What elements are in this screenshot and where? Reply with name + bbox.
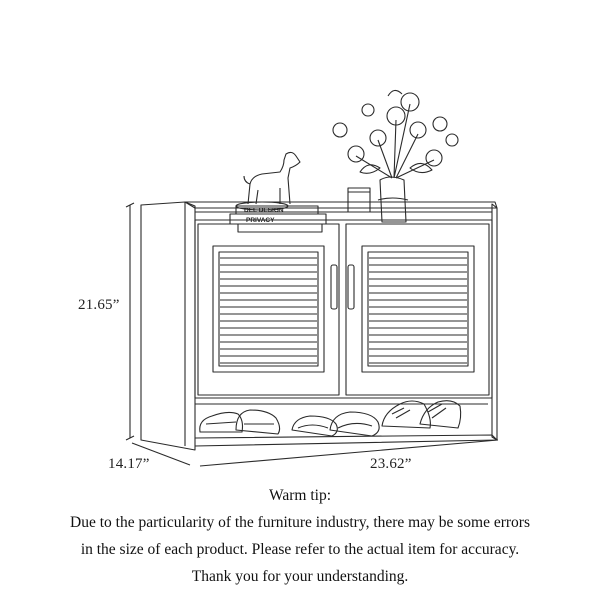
flower-vase [332, 89, 459, 223]
stacked-books [229, 205, 327, 233]
warm-tip-line-1: Due to the particularity of the furnitur… [70, 514, 530, 531]
width-dimension-label: 23.62” [370, 456, 412, 472]
warm-tip-line-2: in the size of each product. Please refe… [80, 541, 520, 558]
bottom-book-label: PRIVACY [246, 217, 275, 224]
warm-tip-line-3: Thank you for your understanding. [191, 568, 409, 585]
left-louvered-door [197, 223, 340, 396]
top-book-label: DEL DESIGN [244, 207, 284, 214]
right-louvered-door [345, 223, 490, 396]
dog-figurine [235, 151, 301, 211]
warm-tip-heading: Warm tip: [268, 487, 332, 504]
cabinet-body [140, 201, 498, 451]
warm-tip-note: Warm tip: Due to the particularity of th… [0, 482, 600, 590]
shoes-on-shelf [199, 400, 462, 437]
candle-jar [347, 187, 371, 213]
door-louver-slats [220, 257, 467, 364]
height-dimension-label: 21.65” [78, 297, 120, 313]
door-handles [330, 264, 355, 310]
height-dimension-line [125, 202, 135, 441]
depth-dimension-label: 14.17” [108, 456, 150, 472]
shoe-cabinet-drawing: DEL DESIGN PRIVACY [125, 89, 499, 467]
width-dimension-line [199, 439, 499, 467]
depth-dimension-line [131, 442, 191, 466]
